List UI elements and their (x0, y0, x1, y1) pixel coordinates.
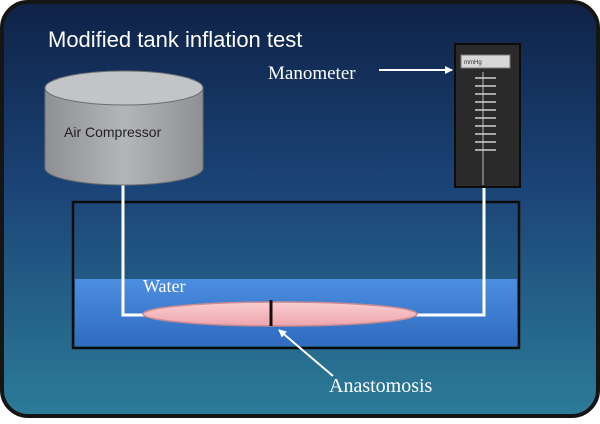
air-compressor-label: Air Compressor (64, 124, 162, 140)
manometer-unit-label: mmHg (464, 60, 482, 66)
manometer-label: Manometer (268, 63, 356, 84)
manometer-icon (454, 43, 521, 188)
water-label: Water (143, 276, 186, 296)
anastomosis-pointer-arrow (278, 329, 334, 377)
diagram-title: Modified tank inflation test (48, 27, 302, 52)
outflow-tube (400, 180, 486, 317)
tank-outline (71, 200, 521, 350)
compressor-icon (44, 70, 204, 186)
vessel-graft (142, 301, 418, 327)
anastomosis-label: Anastomosis (329, 375, 433, 397)
